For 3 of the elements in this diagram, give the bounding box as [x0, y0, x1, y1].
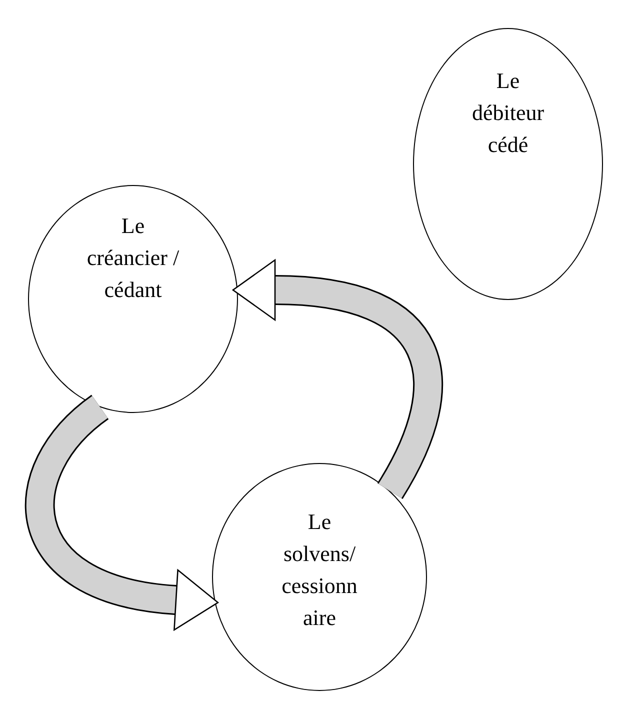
- node-label: Le solvens/ cessionn aire: [280, 508, 358, 632]
- node-label: Le débiteur cédé: [470, 67, 546, 159]
- node-label: Le créancier / cédant: [86, 212, 180, 304]
